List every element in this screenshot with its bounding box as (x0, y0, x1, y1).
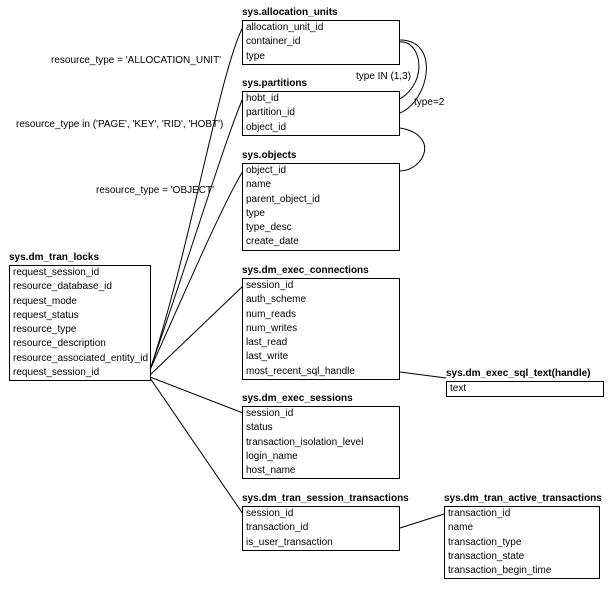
field: num_reads (246, 308, 297, 320)
table-title: sys.objects (242, 150, 297, 161)
field: resource_database_id (13, 281, 112, 293)
field: resource_associated_entity_id (13, 352, 149, 364)
table-fields: transaction_id name transaction_type tra… (444, 506, 600, 580)
label-type-in: type IN (1,3) (356, 71, 412, 82)
table-fields: request_session_id resource_database_id … (9, 265, 151, 382)
field: session_id (246, 280, 294, 291)
field: text (450, 383, 467, 394)
field: type_desc (246, 222, 292, 234)
field: create_date (246, 236, 299, 248)
field: most_recent_sql_handle (246, 365, 355, 377)
link-container-hobt-type-in (399, 41, 420, 100)
table-title: sys.dm_exec_connections (242, 265, 369, 276)
field: is_user_transaction (246, 536, 333, 548)
field: transaction_id (246, 522, 309, 534)
field: hobt_id (246, 93, 279, 104)
link-locks-exec-connections (149, 285, 244, 376)
field: name (448, 522, 474, 534)
table-fields: text (446, 381, 604, 398)
table-title: sys.dm_exec_sql_text(handle) (446, 368, 591, 379)
table-title: sys.dm_tran_active_transactions (444, 493, 602, 504)
field: num_writes (246, 322, 298, 334)
link-partition-object (399, 127, 426, 172)
table-title: sys.partitions (242, 78, 308, 89)
table-title: sys.dm_exec_sessions (242, 393, 353, 404)
table-fields: allocation_unit_id container_id type (242, 20, 400, 65)
field: last_read (246, 337, 288, 349)
field: name (246, 179, 272, 191)
field: type (246, 50, 265, 62)
field: resource_type (13, 324, 77, 336)
field: status (246, 422, 273, 434)
field: resource_description (13, 338, 106, 350)
field: object_id (246, 165, 287, 176)
label-object: resource_type = 'OBJECT' (96, 185, 215, 196)
table-fields: hobt_id partition_id object_id (242, 91, 400, 136)
field: host_name (246, 465, 296, 477)
table-title: sys.dm_tran_session_transactions (242, 493, 409, 504)
table-fields: session_id auth_scheme num_reads num_wri… (242, 278, 400, 381)
field: type (246, 207, 265, 219)
link-locks-allocation-units (149, 26, 244, 371)
field: request_session_id (13, 367, 100, 379)
table-title: sys.dm_tran_locks (9, 252, 100, 263)
field: auth_scheme (246, 294, 307, 306)
field: parent_object_id (246, 193, 320, 205)
field: session_id (246, 508, 294, 519)
link-session-active-transactions (399, 513, 445, 529)
field: request_session_id (13, 267, 100, 278)
field: request_status (13, 309, 79, 321)
field: object_id (246, 121, 287, 133)
label-page-key-rid-hobt: resource_type in ('PAGE', 'KEY', 'RID', … (16, 119, 224, 130)
field: request_mode (13, 295, 77, 307)
link-locks-exec-sessions (149, 376, 244, 414)
table-fields: object_id name parent_object_id type typ… (242, 163, 400, 251)
table-fields: session_id transaction_id is_user_transa… (242, 506, 400, 551)
field: partition_id (246, 107, 295, 119)
field: session_id (246, 408, 294, 419)
field: transaction_isolation_level (246, 436, 364, 448)
link-connections-sqltext (399, 371, 447, 379)
field: allocation_unit_id (246, 22, 324, 33)
field: last_write (246, 351, 289, 363)
field: container_id (246, 36, 301, 48)
label-type-eq: type=2 (414, 97, 445, 108)
link-locks-objects (149, 170, 244, 371)
field: transaction_begin_time (448, 565, 552, 577)
link-container-partition-type-eq (399, 39, 427, 114)
table-title: sys.allocation_units (242, 7, 338, 18)
field: transaction_type (448, 536, 522, 548)
field: transaction_id (448, 508, 511, 519)
label-allocation-unit: resource_type = 'ALLOCATION_UNIT' (51, 55, 222, 66)
field: login_name (246, 450, 298, 462)
link-locks-partitions (149, 97, 244, 371)
link-locks-session-transactions (149, 377, 244, 515)
field: transaction_state (448, 550, 525, 562)
table-fields: session_id status transaction_isolation_… (242, 406, 400, 480)
